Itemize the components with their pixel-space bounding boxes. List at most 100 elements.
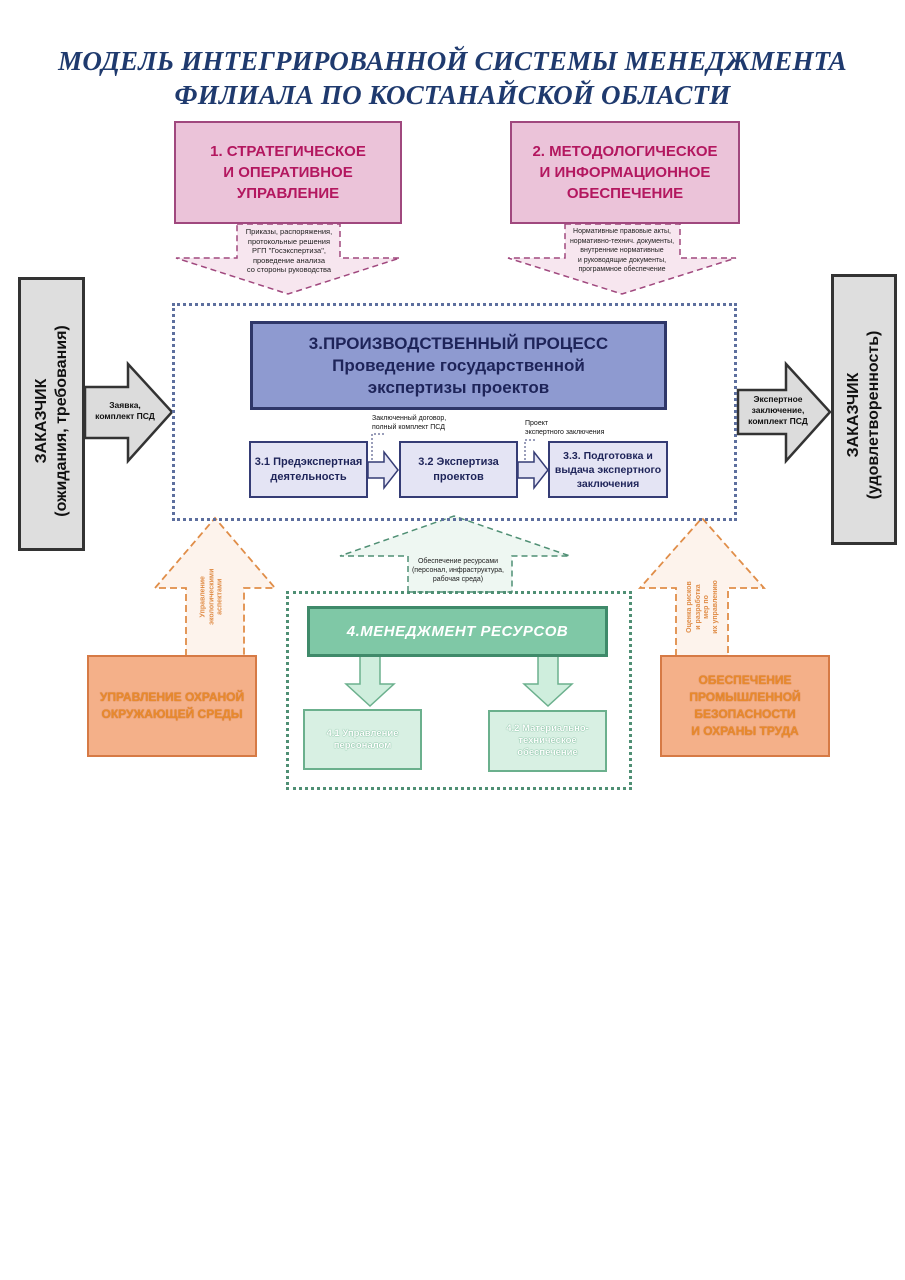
strategic-arrow-text-line: Приказы, распоряжения, — [245, 227, 333, 236]
safety-arrow-label: Оценка рисков и разработка мер по их упр… — [680, 560, 724, 640]
customer-left-arrow-line: комплект ПСД — [95, 411, 155, 421]
customer-output-arrow — [736, 360, 832, 465]
resources-title: 4.МЕНЕДЖМЕНТ РЕСУРСОВ — [346, 623, 569, 640]
resources-management-box: 4.МЕНЕДЖМЕНТ РЕСУРСОВ — [307, 606, 608, 657]
strategic-line-1: 1. СТРАТЕГИЧЕСКОЕ — [210, 143, 366, 160]
methodological-arrow-text-line: программное обеспечение — [578, 266, 666, 273]
resources-arrow-text-line: рабочая среда) — [432, 576, 484, 583]
customer-left-label: ЗАКАЗЧИК (ожидания, требования) — [32, 286, 72, 556]
environment-arrow-text: Управление экологическими аспектами — [199, 552, 225, 642]
resources-down-arrow-1 — [344, 655, 396, 708]
title-line-1: МОДЕЛЬ ИНТЕГРИРОВАННОЙ СИСТЕМЫ МЕНЕДЖМЕН… — [58, 46, 847, 76]
production-process-frame — [172, 303, 737, 521]
methodological-arrow-text-line: внутренние нормативные — [580, 247, 664, 254]
material-support-line: техническое — [518, 735, 577, 746]
step-conclusion-line: заключения — [576, 477, 640, 490]
industrial-safety-box: ОБЕСПЕЧЕНИЕ ПРОМЫШЛЕННОЙ БЕЗОПАСНОСТИ И … — [660, 655, 830, 757]
resources-up-arrow — [339, 515, 571, 593]
methodological-support-box: 2. МЕТОДОЛОГИЧЕСКОЕ И ИНФОРМАЦИОННОЕ ОБЕ… — [510, 121, 740, 224]
methodological-down-arrow — [507, 223, 737, 295]
production-process-box: 3.ПРОИЗВОДСТВЕННЫЙ ПРОЦЕСС Проведение го… — [250, 321, 667, 410]
step-pre-expertise-line: 3.1 Предэкспертная — [254, 455, 363, 468]
customer-right-title: ЗАКАЗЧИК — [845, 372, 862, 458]
resources-frame — [286, 591, 632, 790]
customer-right-subtitle: (удовлетворенность) — [865, 330, 882, 500]
customer-right-box: ЗАКАЗЧИК (удовлетворенность) — [831, 274, 897, 545]
industrial-safety-line: ОБЕСПЕЧЕНИЕ — [698, 673, 792, 687]
methodological-line-1: 2. МЕТОДОЛОГИЧЕСКОЕ — [532, 143, 718, 160]
step-conclusion-line: выдача экспертного — [554, 463, 662, 476]
resources-arrow-text-line: (персонал, инфраструктура, — [411, 567, 505, 574]
methodological-line-2: И ИНФОРМАЦИОННОЕ — [539, 164, 711, 181]
industrial-safety-line: ПРОМЫШЛЕННОЙ — [689, 690, 801, 704]
customer-right-arrow-line: комплект ПСД — [748, 416, 808, 426]
customer-left-arrow-line: Заявка, — [109, 400, 141, 410]
safety-up-arrow — [638, 516, 766, 657]
step-expertise-line: проектов — [433, 470, 484, 483]
strategic-arrow-text-line: РГП "Госэкспертиза", — [252, 246, 326, 255]
customer-right-arrow-line: Экспертное — [753, 394, 803, 404]
environment-up-arrow — [153, 516, 277, 657]
draft-conclusion-note: Проект экспертного заключения — [525, 419, 604, 437]
material-support-line: обеспечение — [517, 747, 578, 758]
step-expertise-line: 3.2 Экспертиза — [418, 455, 499, 468]
environment-management-box: УПРАВЛЕНИЕ ОХРАНОЙ ОКРУЖАЮЩЕЙ СРЕДЫ — [87, 655, 257, 757]
personnel-management-box: 4.1 Управление персоналом — [303, 709, 422, 770]
customer-left-subtitle: (ожидания, требования) — [53, 325, 70, 517]
contract-note-line: Заключенный договор, — [372, 415, 447, 422]
personnel-management-line: персоналом — [333, 739, 392, 751]
methodological-arrow-text-line: и руководящие документы, — [577, 256, 667, 264]
environment-arrow-line: экологическими — [207, 568, 215, 625]
customer-left-box: ЗАКАЗЧИК (ожидания, требования) — [18, 277, 85, 551]
step-arrow-1 — [367, 449, 399, 491]
step-expertise: 3.2 Экспертиза проектов — [399, 441, 518, 498]
material-support-line: 4.2 Материально- — [506, 723, 589, 734]
methodological-arrow-text-line: нормативно-технич. документы, — [569, 237, 675, 245]
industrial-safety-line: БЕЗОПАСНОСТИ — [694, 707, 796, 721]
methodological-arrow-text-line: Нормативные правовые акты, — [573, 228, 671, 235]
step-pre-expertise-line: деятельность — [270, 470, 347, 483]
step-pre-expertise: 3.1 Предэкспертная деятельность — [249, 441, 368, 498]
customer-right-label: ЗАКАЗЧИК (удовлетворенность) — [844, 281, 884, 549]
environment-arrow-line: Управление — [199, 576, 207, 618]
resources-down-arrow-2 — [522, 655, 574, 708]
title-line-2: ФИЛИАЛА ПО КОСТАНАЙСКОЙ ОБЛАСТИ — [174, 80, 731, 110]
production-line-2: Проведение государственной — [332, 355, 585, 375]
safety-arrow-line: Оценка рисков — [686, 581, 693, 633]
strategic-management-box: 1. СТРАТЕГИЧЕСКОЕ И ОПЕРАТИВНОЕ УПРАВЛЕН… — [174, 121, 402, 224]
methodological-arrow-text: Нормативные правовые акты, нормативно-те… — [560, 227, 684, 275]
safety-arrow-line: мер по — [703, 595, 710, 619]
production-line-1: 3.ПРОИЗВОДСТВЕННЫЙ ПРОЦЕСС — [308, 333, 609, 353]
personnel-management-line: 4.1 Управление — [326, 727, 399, 739]
safety-arrow-line: и разработка — [694, 584, 702, 630]
strategic-arrow-text-line: со стороны руководства — [246, 265, 332, 274]
methodological-line-3: ОБЕСПЕЧЕНИЕ — [566, 185, 684, 202]
resources-arrow-text: Обеспечение ресурсами (персонал, инфраст… — [402, 557, 514, 584]
customer-left-title: ЗАКАЗЧИК — [33, 378, 50, 464]
strategic-down-arrow — [175, 223, 401, 295]
safety-arrow-text: Оценка рисков и разработка мер по их упр… — [686, 562, 720, 652]
step-arrow-2 — [517, 449, 549, 491]
material-support-box: 4.2 Материально- техническое обеспечение — [488, 710, 607, 772]
step-conclusion: 3.3. Подготовка и выдача экспертного зак… — [548, 441, 668, 498]
strategic-line-3: УПРАВЛЕНИЕ — [236, 185, 340, 202]
industrial-safety-line: И ОХРАНЫ ТРУДА — [691, 724, 799, 738]
environment-line: УПРАВЛЕНИЕ ОХРАНОЙ — [99, 690, 245, 704]
customer-left-arrow-label: Заявка, комплект ПСД — [86, 400, 164, 422]
environment-line: ОКРУЖАЮЩЕЙ СРЕДЫ — [101, 707, 243, 721]
strategic-arrow-text: Приказы, распоряжения, протокольные реше… — [236, 227, 342, 275]
customer-right-arrow-label: Экспертное заключение, комплект ПСД — [738, 394, 818, 427]
safety-arrow-line: их управлению — [711, 580, 719, 634]
page-title: МОДЕЛЬ ИНТЕГРИРОВАННОЙ СИСТЕМЫ МЕНЕДЖМЕН… — [0, 44, 905, 112]
strategic-arrow-text-line: проведение анализа — [252, 255, 326, 265]
environment-arrow-label: Управление экологическими аспектами — [192, 556, 232, 636]
customer-input-arrow — [83, 360, 174, 465]
strategic-line-2: И ОПЕРАТИВНОЕ — [223, 164, 353, 181]
resources-arrow-text-line: Обеспечение ресурсами — [417, 558, 499, 565]
strategic-arrow-text-line: протокольные решения — [247, 236, 331, 246]
customer-right-arrow-line: заключение, — [751, 405, 805, 415]
contract-note: Заключенный договор, полный комплект ПСД — [372, 414, 446, 432]
draft-conclusion-note-line: экспертного заключения — [525, 429, 605, 436]
draft-conclusion-note-line: Проект — [525, 420, 549, 427]
